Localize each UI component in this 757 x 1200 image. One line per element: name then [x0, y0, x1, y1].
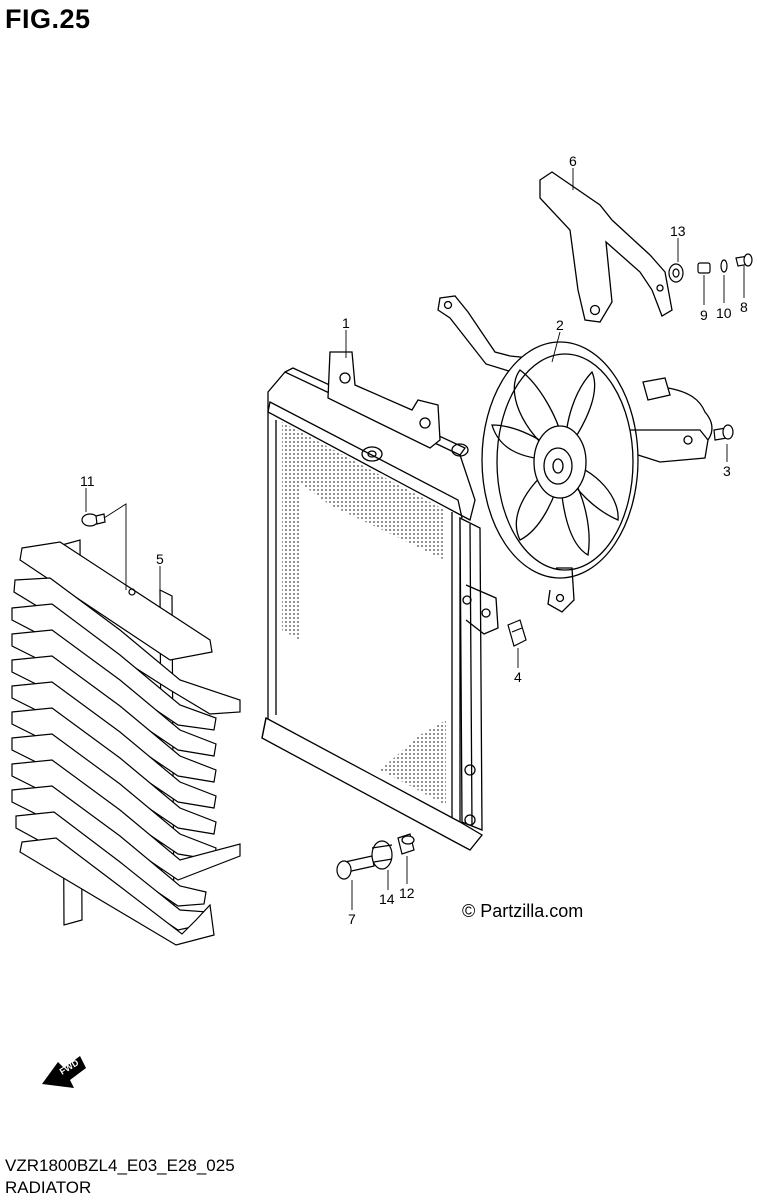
callout-11[interactable]: 11 [80, 473, 95, 489]
callout-4[interactable]: 4 [514, 669, 522, 685]
lower-hardware [336, 833, 415, 880]
callout-14[interactable]: 14 [379, 891, 395, 907]
fan-bolt [713, 424, 734, 441]
callout-10[interactable]: 10 [716, 305, 732, 321]
radiator-grille [11, 539, 241, 946]
callout-8[interactable]: 8 [740, 299, 748, 315]
callout-2[interactable]: 2 [556, 317, 564, 333]
callout-13[interactable]: 13 [670, 223, 686, 239]
callout-numbers: 1 2 3 4 5 6 7 8 9 10 11 12 13 14 [80, 153, 748, 927]
copyright-notice: © Partzilla.com [462, 901, 584, 921]
callout-7[interactable]: 7 [348, 911, 356, 927]
radiator [261, 351, 499, 851]
fwd-arrow-icon: FWD [42, 1056, 86, 1088]
callout-3[interactable]: 3 [723, 463, 731, 479]
figure-title: FIG.25 [5, 4, 91, 34]
grille-screw [81, 503, 127, 590]
callout-12[interactable]: 12 [399, 885, 415, 901]
diagram-name: RADIATOR [5, 1178, 92, 1197]
cooling-fan [437, 295, 713, 613]
bracket-hardware [668, 253, 753, 283]
callout-5[interactable]: 5 [156, 551, 164, 567]
fan-bracket [539, 171, 673, 323]
callout-9[interactable]: 9 [700, 307, 708, 323]
callout-1[interactable]: 1 [342, 315, 350, 331]
clip-nut [507, 619, 527, 647]
callout-6[interactable]: 6 [569, 153, 577, 169]
callout-leaders [85, 168, 745, 910]
diagram-code: VZR1800BZL4_E03_E28_025 [5, 1156, 235, 1175]
